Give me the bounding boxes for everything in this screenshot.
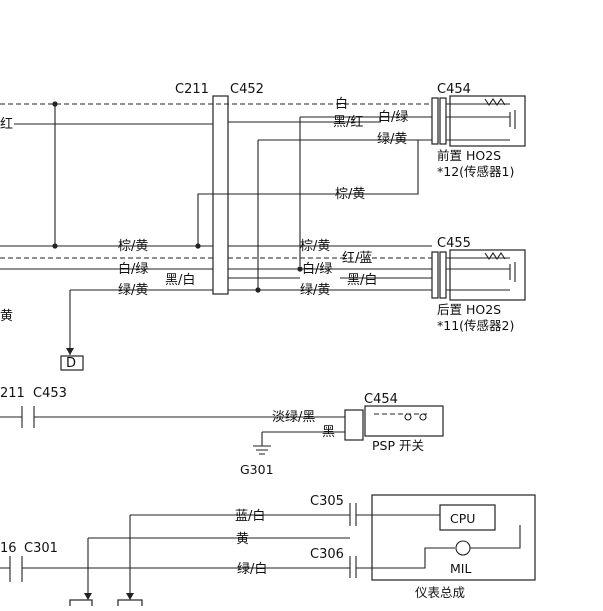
cpu-box: [439, 504, 496, 531]
instrument-cluster-box: [371, 494, 536, 581]
rear-ho2s-note: *11(传感器2): [437, 318, 514, 333]
connector-label-c454: C454: [437, 82, 471, 97]
connector-label-c306: C306: [310, 547, 344, 562]
connector-c301: [9, 556, 23, 582]
sensor-leads: [446, 257, 510, 291]
mil-return-wire: [470, 525, 521, 549]
wire-label-white: 白: [335, 96, 348, 112]
connector-c455-pin-a: [431, 251, 439, 299]
connector-label-c305: C305: [310, 494, 344, 509]
wire-label-blue-white: 蓝/白: [235, 508, 265, 524]
arrow-head: [66, 348, 74, 355]
connector-label-c453: C453: [33, 386, 67, 401]
connector-label-c454-psp: C454: [364, 392, 398, 407]
wire-label-brown-yellow-right: 棕/黄: [300, 239, 330, 254]
splice-dot: [52, 101, 58, 107]
wire-label-black: 黑: [322, 425, 335, 440]
connector-label-16: 16: [0, 541, 17, 556]
reference-box: [69, 599, 93, 611]
front-ho2s-label: 前置 HO2S: [437, 148, 501, 163]
mil-label: MIL: [450, 561, 471, 576]
rear-ho2s-label: 后置 HO2S: [437, 302, 501, 317]
arrow-head: [126, 593, 134, 600]
reference-d-box: [60, 355, 84, 371]
connector-c454-pin-a: [431, 97, 439, 145]
connector-c453: [21, 406, 35, 428]
wire-black-red: [228, 116, 432, 123]
ground-icon: [253, 445, 271, 455]
wire-label-black-white-left: 黑/白: [165, 272, 195, 288]
wire-label-green-white: 绿/白: [237, 561, 267, 577]
heater-element-icon: [484, 98, 506, 106]
mil-wire: [356, 547, 455, 569]
connector-label-c452: C452: [230, 82, 264, 97]
wire-label-brown-yellow-left: 棕/黄: [118, 239, 148, 254]
connector-label-211: 211: [0, 386, 25, 401]
wire-label-white-green-left: 白/绿: [118, 261, 148, 277]
connector-c455-pin-b: [439, 251, 447, 299]
connector-c305: [349, 503, 357, 526]
psp-switch-box: [364, 405, 444, 437]
cluster-label: 仪表总成: [415, 585, 465, 600]
wire-label-left-edge: 黄: [0, 309, 13, 324]
heater-element-icon: [484, 252, 506, 260]
switch-terminal: [419, 413, 427, 421]
wire-label-yellow: 黄: [236, 532, 249, 547]
wire-label-black-white-right: 黑/白: [347, 272, 377, 288]
connector-c454-pin-b: [439, 97, 447, 145]
splice-dot: [297, 266, 303, 272]
reference-box: [117, 599, 143, 611]
wire-label-red: 红: [0, 116, 13, 132]
wire-brown-yellow-heater: [197, 140, 419, 246]
wire-label-light-green-black: 淡绿/黑: [272, 410, 315, 425]
ground-label: G301: [240, 462, 274, 477]
sensor-element-icon: [509, 262, 516, 282]
front-ho2s-sensor: [449, 95, 526, 147]
connector-c306: [349, 556, 357, 578]
connector-c211-c452: [212, 95, 229, 295]
wire-label-green-yellow: 绿/黄: [377, 132, 407, 147]
switch-terminal: [404, 413, 412, 421]
rear-ho2s-sensor: [449, 249, 526, 301]
cpu-label: CPU: [450, 511, 475, 526]
reference-d-label: D: [66, 356, 76, 371]
sensor-leads: [446, 103, 510, 141]
wire-label-brown-yellow: 棕/黄: [335, 187, 365, 202]
arrow-head: [84, 593, 92, 600]
psp-switch-label: PSP 开关: [372, 438, 424, 453]
connector-label-c211: C211: [175, 82, 209, 97]
mil-lamp-icon: [455, 540, 471, 556]
connector-c454-psp: [344, 409, 364, 441]
connector-label-c455: C455: [437, 236, 471, 251]
wire-label-white-green-right: 白/绿: [302, 261, 332, 277]
front-ho2s-note: *12(传感器1): [437, 164, 514, 179]
splice-dot: [255, 287, 261, 293]
wire-label-white-green: 白/绿: [378, 109, 408, 125]
wire-label-green-yellow-right: 绿/黄: [300, 283, 330, 298]
sensor-element-icon: [509, 110, 516, 129]
wire-label-green-yellow-left: 绿/黄: [118, 283, 148, 298]
wire-label-black-red: 黑/红: [333, 114, 363, 130]
wire-label-red-blue: 红/蓝: [342, 250, 372, 266]
connector-label-c301: C301: [24, 541, 58, 556]
